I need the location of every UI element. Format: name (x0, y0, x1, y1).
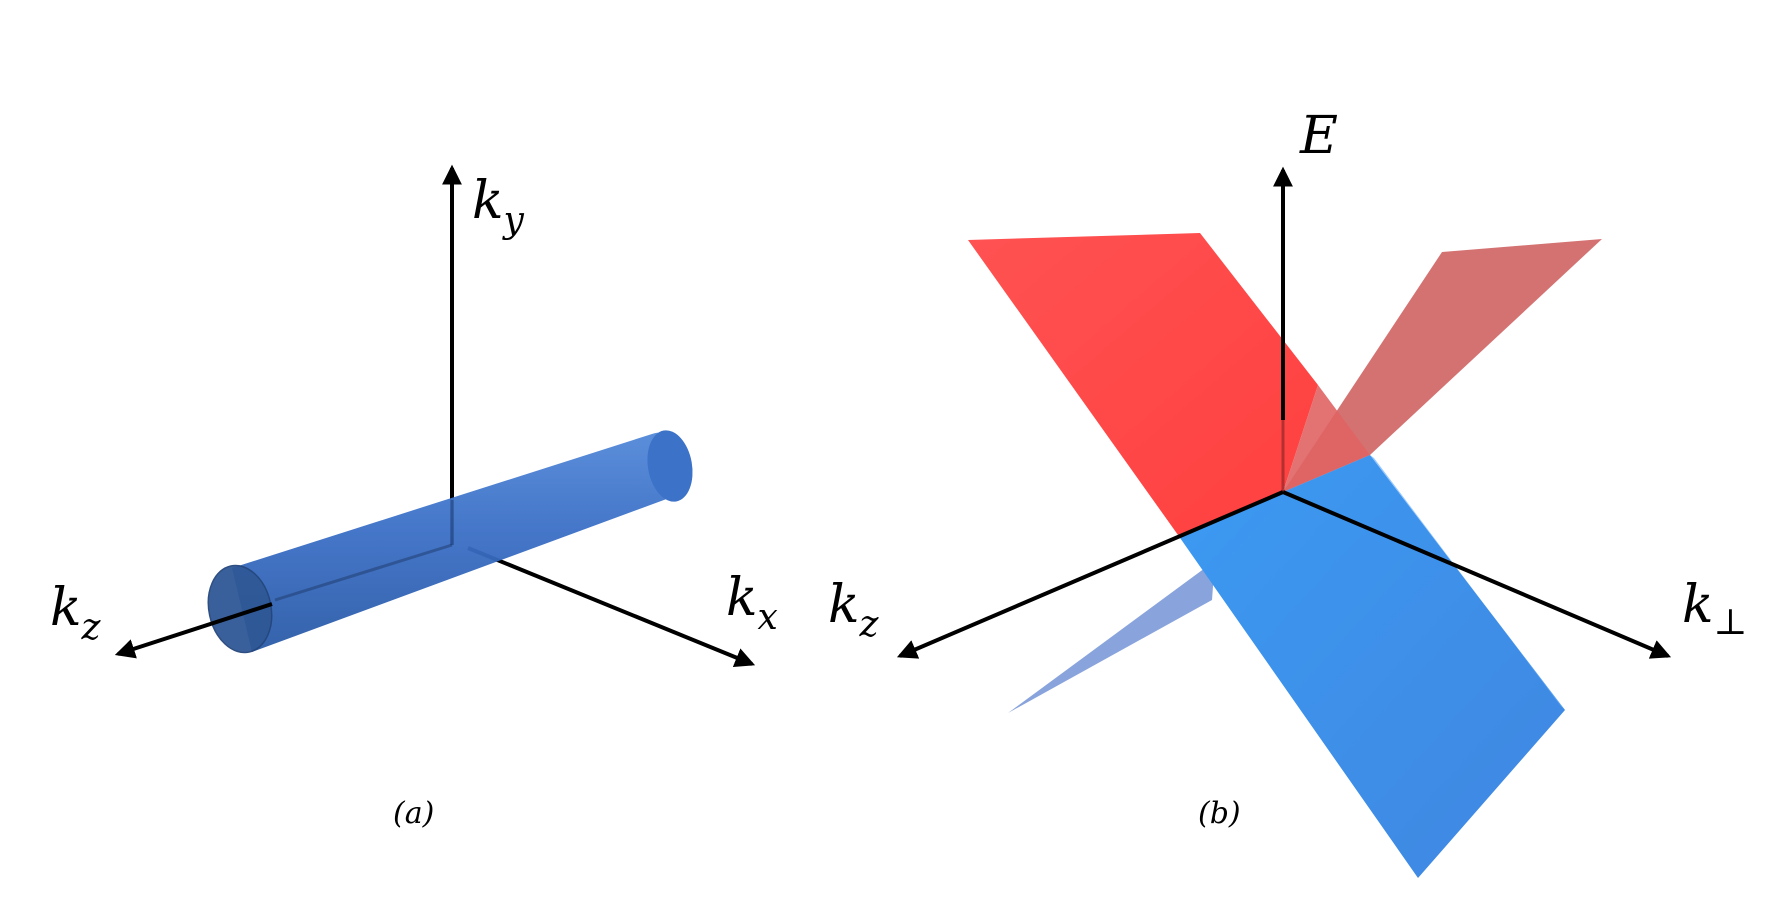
e-label: E (1299, 106, 1338, 166)
upper-cone-back-sheet (1283, 239, 1602, 492)
kperp-axis (1282, 490, 1672, 659)
lower-cone-front-sheet (1178, 455, 1565, 878)
panel-a: ky kx kz (a) (50, 164, 778, 831)
ky-label: ky (472, 171, 525, 241)
cylinder-far-cap (647, 430, 693, 502)
kx-label: kx (726, 568, 778, 638)
kz-axis-b (896, 490, 1284, 659)
kx-axis (467, 546, 756, 667)
caption-a: (a) (393, 796, 434, 831)
fermi-surface-cylinder (207, 430, 693, 654)
kz-label-b: kz (828, 575, 880, 645)
upper-cone-front-sheet (968, 233, 1318, 535)
caption-b: (b) (1198, 796, 1241, 831)
kperp-label: k⊥ (1682, 575, 1747, 643)
kz-label-a: kz (50, 578, 102, 648)
panel-b: E k⊥ kz (b) (828, 106, 1747, 878)
kz-axis (114, 602, 273, 659)
